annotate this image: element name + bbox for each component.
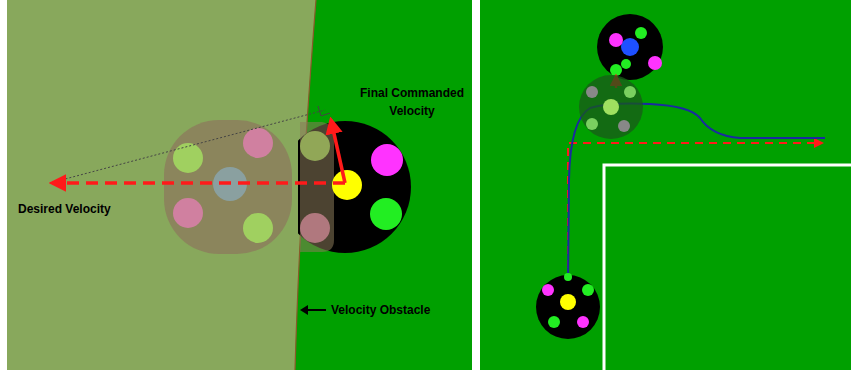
leader-arrowhead — [300, 305, 308, 315]
robot — [298, 121, 411, 253]
commanded-velocity-arrow — [331, 120, 345, 183]
field-line — [604, 165, 851, 370]
ghost-robot — [579, 75, 643, 139]
ghost-dot — [173, 143, 203, 173]
annotation-label: Desired Velocity — [18, 200, 148, 218]
annotation-label: Final Commanded Velocity — [356, 84, 468, 120]
robot — [597, 14, 663, 80]
annotation-label: Velocity Obstacle — [331, 301, 461, 319]
free-region — [7, 0, 472, 370]
velocity-obstacle-region — [7, 0, 316, 370]
robot — [536, 275, 600, 339]
robot-dot — [370, 198, 402, 230]
ghost-robot — [300, 122, 334, 252]
left-panel — [7, 0, 472, 370]
ghost-dot — [243, 128, 273, 158]
ghost-robot — [164, 120, 292, 254]
right-panel — [480, 0, 851, 370]
planned-path — [568, 143, 822, 282]
field — [480, 0, 851, 370]
ghost-dot — [173, 198, 203, 228]
desired-velocity-arrow — [52, 181, 345, 185]
robot-dot — [371, 144, 403, 176]
right-angle-mark — [318, 106, 330, 116]
robot-center — [332, 170, 362, 200]
projection-line — [50, 110, 325, 183]
ghost-dot — [243, 213, 273, 243]
